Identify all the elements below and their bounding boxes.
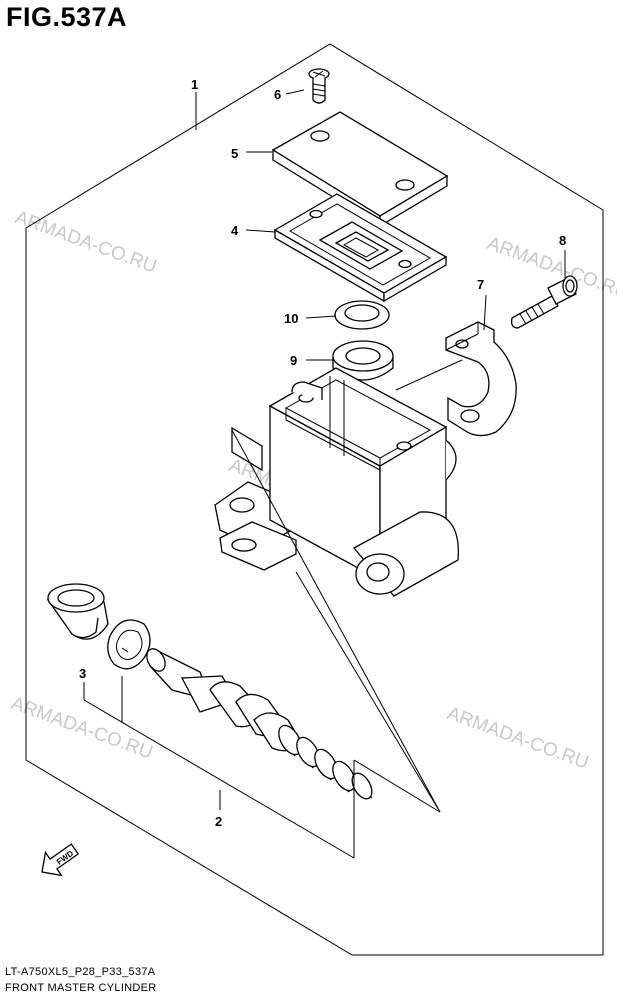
part-7-holder (445, 321, 517, 437)
callout-3: 3 (79, 666, 86, 681)
callout-6: 6 (274, 87, 281, 102)
part-4-diaphragm (273, 193, 448, 303)
callout-9: 9 (290, 353, 297, 368)
callout-4: 4 (231, 223, 239, 238)
callout-7: 7 (477, 277, 484, 292)
master-cylinder-body (214, 367, 459, 597)
part-3-boot (46, 583, 109, 640)
figure-title: FIG.537A (6, 2, 128, 32)
assembly-outline (25, 43, 604, 956)
watermark-4: ARMADA-CO.RU (444, 703, 591, 774)
part-6-screw (308, 68, 330, 104)
callout-8: 8 (559, 233, 566, 248)
watermark-1: ARMADA-CO.RU (12, 207, 159, 278)
fwd-arrow: FWD (41, 843, 80, 877)
circlip (107, 619, 151, 670)
part-8-bolt (510, 275, 578, 329)
guide-lines (83, 89, 566, 859)
callout-1: 1 (191, 77, 198, 92)
callout-10: 10 (284, 311, 298, 326)
callout-2: 2 (215, 814, 222, 829)
callouts: 1 6 5 4 8 7 10 9 3 2 (79, 77, 566, 829)
piston-assembly (146, 648, 301, 752)
figure-name: FRONT MASTER CYLINDER (5, 982, 157, 994)
model-code: LT-A750XL5_P28_P33_537A (5, 966, 156, 978)
part-9-seal (332, 340, 394, 381)
callout-5: 5 (231, 146, 238, 161)
spring (278, 724, 373, 800)
part-10-ring (334, 300, 390, 330)
